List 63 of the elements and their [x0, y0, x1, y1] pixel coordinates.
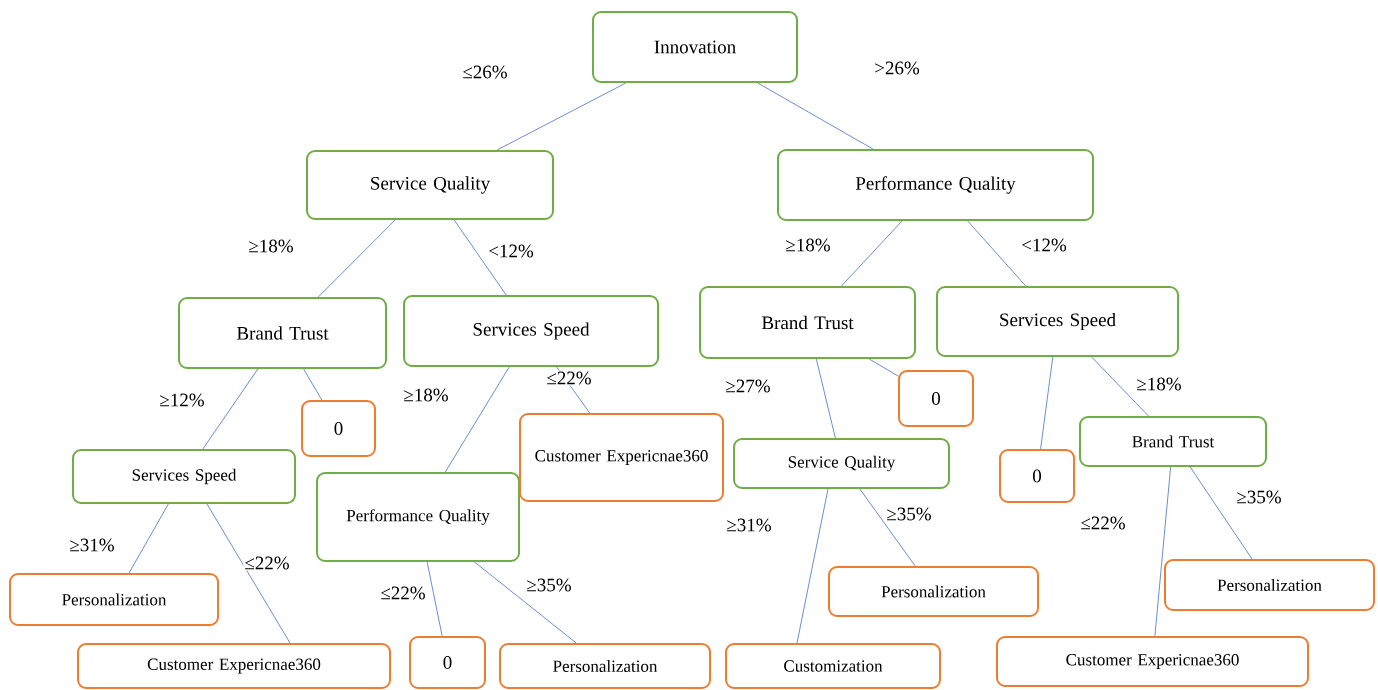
leaf-box: Personalization	[499, 643, 711, 689]
process-box: Services Speed	[403, 295, 659, 367]
process-box: Brand Trust	[1079, 416, 1267, 467]
connector-line	[1189, 466, 1253, 560]
process-box: Services Speed	[936, 286, 1179, 357]
connector-line	[868, 358, 899, 377]
connector-line	[1091, 356, 1149, 417]
connector-line	[1154, 466, 1172, 637]
edge-label: ≤22%	[545, 370, 593, 386]
leaf-box: Customer Expericnae360	[996, 636, 1309, 687]
process-box: Brand Trust	[699, 286, 916, 359]
connector-line	[444, 366, 510, 473]
connector-line	[426, 561, 443, 637]
edge-label: ≥18%	[1135, 376, 1183, 392]
edge-label: ≥35%	[1235, 489, 1283, 505]
connector-line	[1040, 356, 1054, 450]
connector-line	[317, 219, 396, 298]
edge-label: ≤26%	[461, 64, 509, 80]
leaf-box: Customer Expericnae360	[519, 413, 724, 502]
process-box: Performance Quality	[777, 149, 1094, 221]
process-box: Innovation	[592, 11, 798, 83]
edge-label: <12%	[487, 243, 535, 259]
leaf-box: 0	[409, 636, 486, 689]
edge-label: ≥18%	[784, 237, 832, 253]
connector-line	[128, 503, 169, 574]
edge-label: ≥35%	[525, 577, 573, 593]
leaf-box: Customization	[725, 643, 941, 689]
process-box: Service Quality	[306, 150, 554, 220]
edge-label: ≥31%	[725, 517, 773, 533]
edge-label: ≥18%	[247, 238, 295, 254]
connector-line	[796, 488, 829, 644]
leaf-box: Customer Expericnae360	[77, 643, 391, 689]
connector-line	[859, 488, 916, 567]
edge-label: >26%	[873, 60, 921, 76]
connector-line	[815, 358, 836, 439]
edge-label: ≥31%	[68, 537, 116, 553]
process-box: Brand Trust	[178, 297, 387, 369]
leaf-box: 0	[999, 449, 1075, 503]
leaf-box: 0	[898, 370, 974, 427]
process-box: Services Speed	[72, 449, 296, 504]
edge-label: <12%	[1020, 237, 1068, 253]
edge-label: ≤22%	[1079, 515, 1127, 531]
connector-line	[303, 368, 323, 401]
edge-label: ≤22%	[379, 585, 427, 601]
connector-line	[496, 82, 627, 151]
process-box: Performance Quality	[316, 472, 520, 562]
process-box: Service Quality	[733, 438, 950, 489]
leaf-box: 0	[301, 400, 376, 457]
edge-label: ≤22%	[243, 555, 291, 571]
connector-line	[757, 82, 874, 150]
connector-line	[841, 220, 903, 287]
edge-label: ≥27%	[724, 378, 772, 394]
edge-label: ≥12%	[158, 392, 206, 408]
connector-line	[206, 503, 291, 644]
leaf-box: Personalization	[828, 566, 1039, 617]
connector-line	[474, 561, 577, 644]
connector-line	[453, 219, 507, 296]
connector-line	[967, 220, 1027, 287]
leaf-box: Personalization	[9, 573, 219, 626]
connector-line	[202, 368, 259, 450]
leaf-box: Personalization	[1164, 559, 1375, 611]
edge-label: ≥18%	[402, 387, 450, 403]
edge-label: ≥35%	[885, 506, 933, 522]
